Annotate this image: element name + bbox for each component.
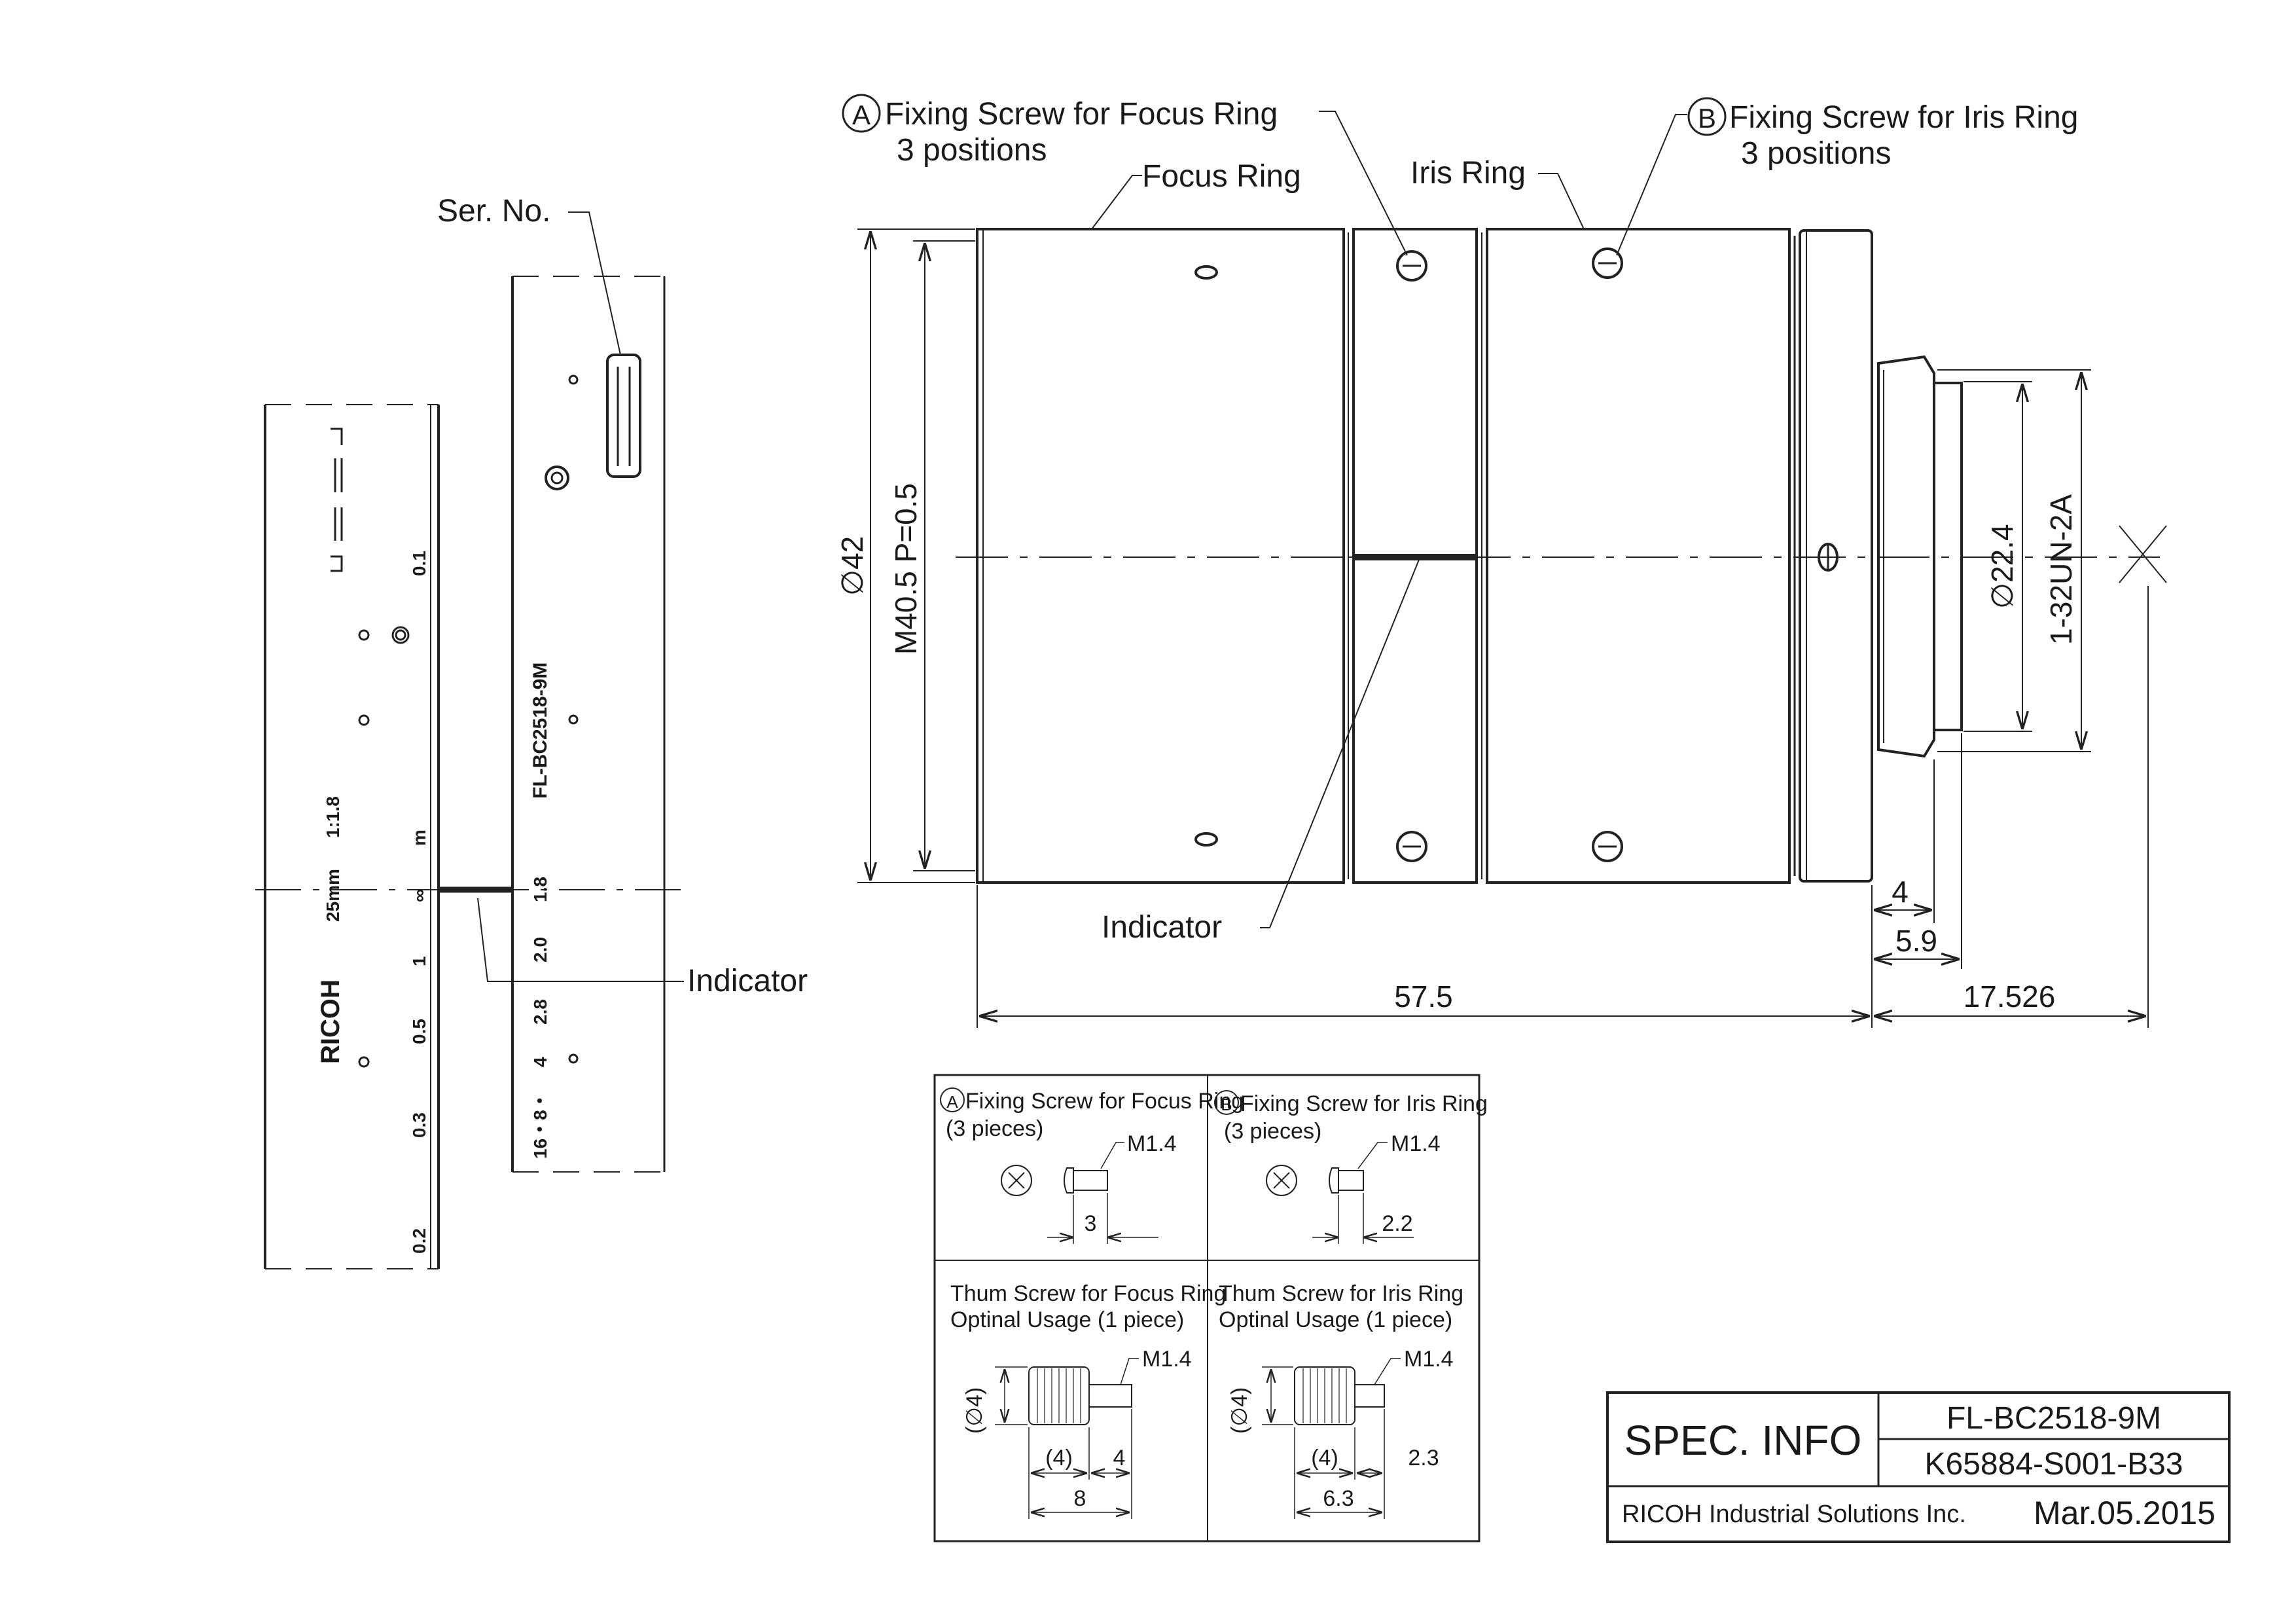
- part-d-d1: (4): [1311, 1446, 1338, 1470]
- dim-57-5: 57.5: [1394, 979, 1453, 1013]
- part-b-title: Fixing Screw for Iris Ring: [1240, 1091, 1488, 1116]
- iris-ring-label: Iris Ring: [1410, 156, 1526, 191]
- title-block-text: SPEC. INFO FL-BC2518-9M K65884-S001-B33 …: [1622, 1401, 2215, 1531]
- callout-b-letter: B: [1698, 103, 1716, 134]
- title-block: [1606, 1391, 2231, 1543]
- part-a-len: 3: [1085, 1211, 1097, 1236]
- part-d-usage: Optinal Usage (1 piece): [1219, 1307, 1452, 1332]
- part-a-letter: A: [946, 1092, 958, 1112]
- part-d-d2: 2.3: [1408, 1446, 1439, 1470]
- side-view: [255, 211, 684, 1269]
- part-a-qty: (3 pieces): [946, 1116, 1043, 1141]
- callout-a-circle: [842, 94, 881, 133]
- aperture-ratio: 1:1.8: [323, 796, 343, 838]
- part-d-thread: M1.4: [1404, 1347, 1454, 1372]
- part-c-d1: (4): [1045, 1446, 1073, 1470]
- part-b-thread: M1.4: [1391, 1131, 1441, 1156]
- main-view-text: A Fixing Screw for Focus Ring 3 position…: [842, 94, 2078, 945]
- part-c-title: Thum Screw for Focus Ring: [950, 1281, 1226, 1306]
- dim-phi22-4: ∅22.4: [1985, 524, 2019, 609]
- callout-b-title: Fixing Screw for Iris Ring: [1729, 100, 2078, 135]
- distance-mark-1: ∞: [409, 889, 429, 902]
- focal-length: 25mm: [323, 869, 343, 922]
- part-b-letter: B: [1221, 1095, 1232, 1114]
- part-d-total: 6.3: [1323, 1486, 1354, 1511]
- main-view: [956, 228, 2167, 884]
- part-a-title: Fixing Screw for Focus Ring: [965, 1089, 1244, 1114]
- callout-a-letter: A: [852, 100, 870, 130]
- distance-mark-2: 1: [409, 956, 429, 966]
- distance-mark-5: 0.2: [409, 1228, 429, 1254]
- title-model: FL-BC2518-9M: [1946, 1401, 2161, 1436]
- distance-mark-0: 0.1: [409, 551, 429, 576]
- part-c-thread: M1.4: [1142, 1347, 1192, 1372]
- part-b-len: 2.2: [1382, 1211, 1412, 1236]
- dim-thread-front: M40.5 P=0.5: [889, 483, 923, 655]
- fnumber-mark-3: 4: [530, 1057, 550, 1067]
- part-d-dia: (∅4): [1227, 1387, 1252, 1434]
- fnumber-mark-2: 2.8: [530, 999, 550, 1025]
- dim-mount-thread: 1-32UN-2A: [2044, 494, 2078, 645]
- side-view-text: Ser. No. Indicator RICOH 25mm 1:1.8 FL-B…: [316, 194, 808, 1254]
- part-c-total: 8: [1074, 1486, 1086, 1511]
- dim-4: 4: [1892, 875, 1909, 909]
- part-c-usage: Optinal Usage (1 piece): [950, 1307, 1184, 1332]
- distance-mark-4: 0.3: [409, 1112, 429, 1138]
- dimension-text: ∅42 M40.5 P=0.5 ∅22.4 1-32UN-2A 4 5.9 57…: [835, 483, 2078, 1013]
- title-code: K65884-S001-B33: [1925, 1447, 2183, 1482]
- callout-b-circle: [1687, 97, 1727, 136]
- callout-a-sub: 3 positions: [897, 133, 1047, 168]
- fnumber-mark-1: 2.0: [530, 937, 550, 962]
- dimension-lines: [857, 228, 2149, 1028]
- indicator-main-label: Indicator: [1102, 910, 1222, 945]
- part-b-qty: (3 pieces): [1224, 1119, 1321, 1144]
- dim-17-526: 17.526: [1964, 979, 2056, 1013]
- title-heading: SPEC. INFO: [1624, 1417, 1862, 1464]
- parts-table: [933, 1074, 1480, 1542]
- model-engraving: FL-BC2518-9M: [529, 663, 551, 799]
- title-company: RICOH Industrial Solutions Inc.: [1622, 1501, 1966, 1528]
- title-date: Mar.05.2015: [2034, 1495, 2215, 1531]
- fnumber-mark-0: 1.8: [530, 877, 550, 902]
- main-view-leaders: [1091, 111, 1687, 928]
- distance-unit: m: [409, 830, 429, 846]
- indicator-side-label: Indicator: [687, 964, 808, 998]
- fnumber-mark-4: 16・8・: [530, 1091, 550, 1159]
- focus-ring-label: Focus Ring: [1142, 159, 1301, 194]
- distance-mark-3: 0.5: [409, 1019, 429, 1044]
- part-d-title: Thum Screw for Iris Ring: [1219, 1281, 1463, 1306]
- part-c-dia: (∅4): [962, 1387, 987, 1434]
- dim-5-9: 5.9: [1895, 924, 1937, 958]
- part-c-d2: 4: [1113, 1446, 1126, 1470]
- dim-phi42: ∅42: [835, 536, 869, 596]
- brand-logo: RICOH: [316, 979, 345, 1064]
- parts-table-text: A Fixing Screw for Focus Ring (3 pieces)…: [946, 1089, 1488, 1511]
- callout-b-sub: 3 positions: [1741, 136, 1891, 171]
- part-a-thread: M1.4: [1127, 1131, 1177, 1156]
- callout-a-title: Fixing Screw for Focus Ring: [885, 97, 1278, 132]
- ser-no-label: Ser. No.: [437, 194, 550, 228]
